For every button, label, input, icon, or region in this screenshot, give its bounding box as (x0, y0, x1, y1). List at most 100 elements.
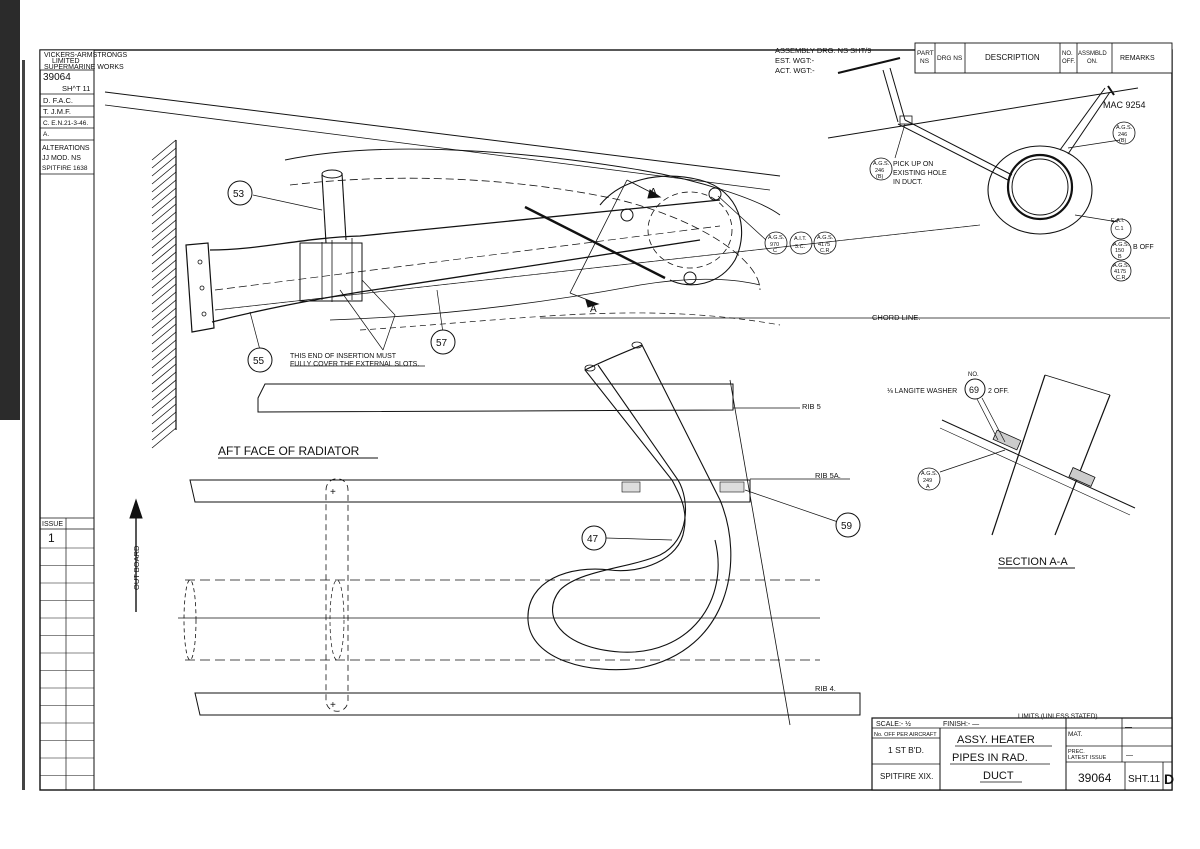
part-balloons (227, 180, 986, 551)
ags-970-2: 970 (770, 242, 779, 248)
spec-callout-text: A.G.S. 246 (B) A.G.S. 246 (B) A.G.S. 970… (768, 125, 1133, 490)
company-line-1: VICKERS-ARMSTRONGS (44, 52, 128, 59)
company-line-3: SUPERMARINE WORKS (44, 64, 124, 71)
balloon-57 (430, 329, 456, 355)
no-off-per-aircraft: No. OFF PER AIRCRAFT (874, 732, 937, 738)
alterations-line-2: SPITFIRE 1638 (42, 165, 88, 172)
drawing-border (39, 49, 1173, 791)
ags-249-3: A (926, 484, 930, 490)
pick-up-1: PICK UP ON (893, 161, 933, 168)
ags-246-right-3: (B) (1119, 138, 1127, 144)
col-drg-no: DRG NS (937, 55, 963, 62)
chord-line-label: CHORD LINE. (872, 313, 920, 322)
drawing-title-3: DUCT (983, 770, 1014, 782)
footer-issue: D (1164, 771, 1174, 787)
ait-3c-1: A.I.T. (794, 236, 807, 242)
col-part-no-2: NS (920, 58, 930, 65)
outboard-label: OUT BOARD (132, 545, 141, 590)
ags-150-1: A.G.S. (1113, 242, 1130, 248)
aft-face-label: AFT FACE OF RADIATOR (218, 444, 360, 458)
ags-150-3: B (1118, 254, 1122, 260)
part-69-prefix: NO. (968, 372, 979, 378)
footer-sheet: SHT.11 (1128, 774, 1160, 785)
part-47: 47 (587, 534, 599, 545)
alterations-line-1: JJ MOD. NS (42, 155, 81, 162)
scan-edge-shadow (0, 0, 20, 420)
note-insertion-1: THIS END OF INSERTION MUST (290, 353, 397, 360)
ags-4175-low-2: 4175 (1114, 269, 1126, 275)
upper-view (104, 91, 1170, 449)
b-off: B OFF (1133, 244, 1154, 251)
ags-249-1: A.G.S. (921, 471, 938, 477)
scan-edge-shadow-lower (22, 60, 25, 790)
limits: LIMITS (UNLESS STATED) (1018, 713, 1098, 720)
strip-sheet: SH^T 11 (62, 84, 90, 93)
ea-c1-2: C.1 (1115, 226, 1124, 232)
ags-970-1: A.G.S. (768, 235, 785, 241)
drawing-title-2: PIPES IN RAD. (952, 752, 1028, 764)
section-a-a (939, 374, 1136, 536)
ags-4175-top-1: A.G.S. (817, 235, 834, 241)
est-wgt: EST. WGT:- (775, 56, 815, 65)
title-block (871, 717, 1173, 791)
ags-150-2: 150 (1115, 248, 1124, 254)
balloon-47 (581, 525, 607, 551)
footer-drawing-number: 39064 (1078, 771, 1112, 785)
mac-number: MAC 9254 (1103, 100, 1146, 110)
drawing-title-1: ASSY. HEATER (957, 734, 1035, 746)
first-bd: 1 ST B'D. (888, 745, 924, 755)
strip-checked: C. E.N.21-3-46. (43, 120, 88, 127)
issue-label: ISSUE (42, 521, 63, 528)
assembly-drg: ASSEMBLY DRG. NS SHT/9 (775, 46, 871, 55)
strip-traced: T. J.M.F. (43, 107, 71, 116)
act-wgt: ACT. WGT:- (775, 66, 815, 75)
issue-value: 1 (48, 531, 55, 545)
company-line-2: LIMITED (52, 58, 80, 65)
ags-4175-top-3: C.R. (820, 248, 831, 254)
prev-issue-1: PREC. (1068, 749, 1085, 755)
col-no-off-1: NO. (1062, 51, 1073, 57)
ags-4175-top-2: 4175 (818, 242, 830, 248)
part-55: 55 (253, 356, 265, 367)
section-mark-bottom: A (590, 304, 597, 315)
scale: SCALE:- ½ (876, 720, 911, 728)
part-57: 57 (436, 338, 448, 349)
mat-value: — (1125, 724, 1132, 731)
note-insertion-2: FULLY COVER THE EXTERNAL SLOTS. (290, 361, 419, 368)
balloon-53 (227, 180, 253, 206)
ags-246-left-2: 246 (875, 168, 884, 174)
ags-4175-low-1: A.G.S. (1113, 263, 1130, 269)
balloon-55 (247, 347, 273, 373)
col-assembled-2: ON. (1087, 59, 1098, 65)
ags-970-3: C (773, 248, 777, 254)
left-title-strip: VICKERS-ARMSTRONGS LIMITED SUPERMARINE W… (39, 49, 128, 790)
strip-approved: A. (43, 131, 49, 138)
svg-text:+: + (330, 700, 336, 711)
col-assembled-1: ASSMBLD (1078, 51, 1107, 57)
spec-callouts (764, 121, 1136, 491)
finish: FINISH:- — (943, 721, 979, 728)
col-part-no-1: PART (917, 50, 934, 57)
ags-4175-low-3: C.R. (1116, 275, 1127, 281)
ags-249-2: 249 (923, 478, 932, 484)
section-title: SECTION A-A (998, 556, 1068, 568)
ags-246-left-1: A.G.S. (873, 161, 890, 167)
ait-3c-2: 3.C. (795, 244, 806, 250)
strip-drawing-number: 39064 (43, 72, 71, 83)
ags-246-right-2: 246 (1118, 132, 1127, 138)
washer-off: 2 OFF. (988, 388, 1009, 395)
col-remarks: REMARKS (1120, 55, 1155, 62)
section-mark-top: A (650, 187, 657, 198)
rib-5-label: RIB 5 (802, 402, 821, 411)
pick-up-2: EXISTING HOLE (893, 170, 947, 177)
mat: MAT. (1068, 731, 1083, 738)
prev-issue-2: LATEST ISSUE (1068, 755, 1107, 761)
rib-4-label: RIB 4. (815, 684, 836, 693)
col-description: DESCRIPTION (985, 53, 1040, 62)
part-53: 53 (233, 189, 245, 200)
balloon-69 (964, 378, 986, 400)
pickup-detail (827, 57, 1139, 235)
lower-view: + + (129, 341, 861, 726)
balloon-59 (835, 512, 861, 538)
